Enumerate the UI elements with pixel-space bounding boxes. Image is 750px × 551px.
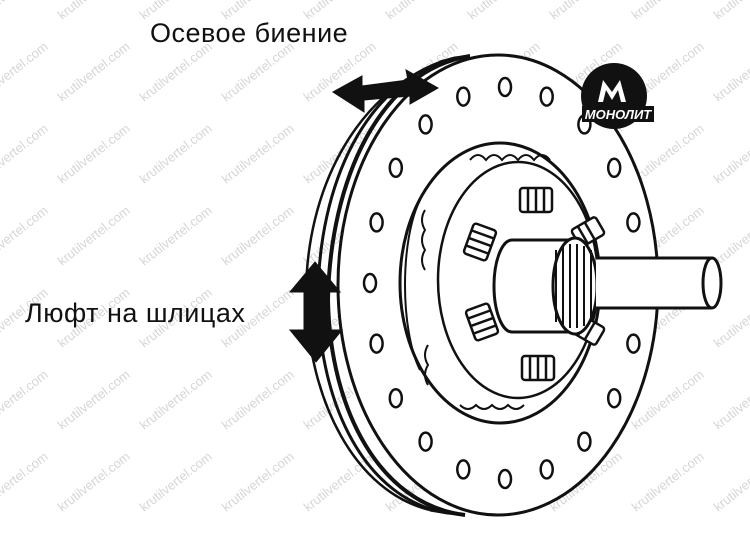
rivet-hole (626, 212, 641, 233)
axial-runout-label: Осевое биение (150, 18, 349, 48)
watermark-text: krutilvertel.com (711, 367, 750, 433)
logo-wordmark: МОНОЛИТ (584, 107, 652, 122)
rivet-hole (369, 333, 384, 354)
rivet-hole (606, 387, 622, 409)
watermark-text: krutilvertel.com (219, 367, 297, 433)
watermark-text: krutilvertel.com (0, 0, 51, 22)
watermark-text: krutilvertel.com (137, 203, 215, 269)
watermark-text: krutilvertel.com (55, 0, 133, 22)
rivet-hole (577, 431, 592, 452)
rivet-hole (497, 468, 513, 490)
spline-play-arrow (288, 261, 344, 363)
watermark-text: krutilvertel.com (55, 203, 133, 269)
watermark-text: krutilvertel.com (711, 449, 750, 515)
watermark-text: krutilvertel.com (219, 121, 297, 187)
watermark-text: krutilvertel.com (547, 0, 625, 22)
watermark-text: krutilvertel.com (629, 449, 707, 515)
watermark-text: krutilvertel.com (0, 449, 51, 515)
rivet-hole (539, 459, 554, 480)
rivet-holes (362, 76, 648, 490)
rivet-hole (539, 86, 554, 107)
cushion-segments (421, 154, 551, 410)
watermark-text: krutilvertel.com (55, 367, 133, 433)
rivet-hole (369, 212, 384, 233)
watermark-text: krutilvertel.com (137, 121, 215, 187)
splined-hub-and-shaft (492, 236, 723, 336)
rivet-hole (456, 86, 471, 107)
watermark-text: krutilvertel.com (55, 449, 133, 515)
rivet-hole (388, 157, 404, 179)
watermark-text: krutilvertel.com (137, 449, 215, 515)
rivet-hole (456, 459, 471, 480)
watermark-text: krutilvertel.com (55, 39, 133, 105)
rivet-hole (497, 76, 513, 98)
rivet-hole (362, 272, 378, 294)
rivet-hole (626, 333, 641, 354)
watermark-text: krutilvertel.com (137, 367, 215, 433)
watermark-text: krutilvertel.com (711, 0, 750, 22)
watermark-text: krutilvertel.com (0, 203, 51, 269)
watermark-text: krutilvertel.com (711, 121, 750, 187)
watermark-text: krutilvertel.com (383, 0, 461, 22)
rivet-hole (388, 387, 404, 409)
rivet-hole (606, 157, 622, 179)
watermark-text: krutilvertel.com (629, 0, 707, 22)
watermark-text: krutilvertel.com (301, 449, 379, 515)
rivet-hole (418, 114, 433, 135)
monolit-logo (581, 63, 654, 129)
watermark-text: krutilvertel.com (219, 449, 297, 515)
watermark-text: krutilvertel.com (0, 121, 51, 187)
watermark-text: krutilvertel.com (0, 39, 51, 105)
spline-play-label: Люфт на шлицах (25, 298, 246, 328)
watermark-text: krutilvertel.com (219, 203, 297, 269)
watermark-text: krutilvertel.com (465, 0, 543, 22)
axial-runout-arrow (332, 69, 440, 113)
watermark-text: krutilvertel.com (0, 367, 51, 433)
rivet-hole (418, 431, 433, 452)
watermark-text: krutilvertel.com (55, 121, 133, 187)
watermark-text: krutilvertel.com (711, 203, 750, 269)
watermark-text: krutilvertel.com (711, 39, 750, 105)
